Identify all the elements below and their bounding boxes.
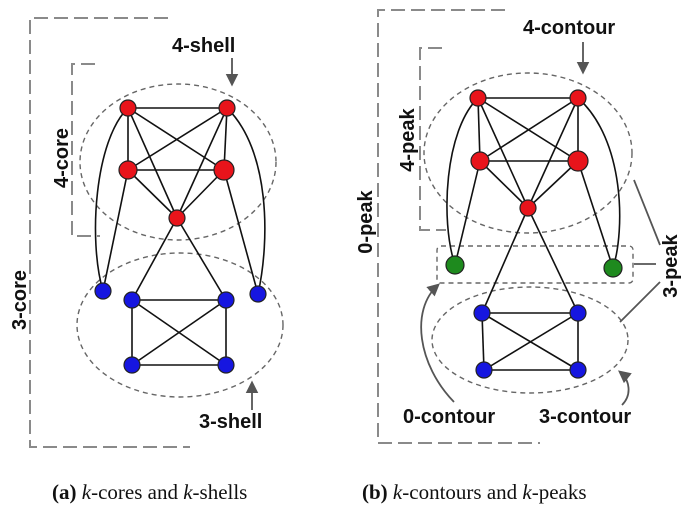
0-contour-arrow — [420, 283, 455, 403]
node — [119, 99, 137, 117]
node — [569, 304, 587, 322]
edges-b — [446, 97, 621, 371]
4-peak-bracket — [419, 47, 446, 231]
node — [569, 89, 587, 107]
node — [469, 89, 487, 107]
3-shell-ellipse — [76, 252, 284, 398]
3-contour-label: 3-contour — [539, 406, 631, 428]
4-contour-ellipse — [423, 72, 633, 234]
node — [470, 151, 490, 171]
0-contour-box — [436, 245, 634, 284]
caption-a: (a) k-cores and k-shells — [52, 480, 247, 504]
node — [473, 304, 491, 322]
3-peak-label: 3-peak — [660, 233, 682, 297]
node — [475, 361, 493, 379]
4-shell-ellipse — [79, 83, 277, 241]
nodes-b — [445, 89, 623, 379]
3-peak-connector — [619, 281, 661, 323]
3-core-label: 3-core — [9, 270, 31, 330]
3-peak-connector — [633, 179, 661, 246]
3-shell-label: 3-shell — [199, 411, 262, 433]
node — [168, 209, 186, 227]
node — [213, 159, 235, 181]
node — [249, 285, 267, 303]
node — [123, 356, 141, 374]
caption-b: (b) k-contours and k-peaks — [362, 480, 587, 504]
4-peak-label: 4-peak — [397, 107, 419, 171]
node — [94, 282, 112, 300]
panel-b: 4-contour 4-peak 0-peak 3-peak 0-contour… — [355, 9, 682, 504]
node — [569, 361, 587, 379]
node — [217, 356, 235, 374]
node — [218, 99, 236, 117]
0-peak-bracket — [377, 9, 540, 444]
4-shell-label: 4-shell — [172, 35, 235, 57]
node — [445, 255, 465, 275]
node — [217, 291, 235, 309]
node — [519, 199, 537, 217]
nodes-a — [94, 99, 267, 374]
edges-a — [94, 107, 266, 366]
4-core-bracket — [71, 63, 100, 237]
4-core-label: 4-core — [51, 128, 73, 188]
3-core-bracket — [29, 17, 190, 448]
node — [603, 258, 623, 278]
0-peak-label: 0-peak — [355, 189, 377, 253]
node — [567, 150, 589, 172]
0-contour-label: 0-contour — [403, 406, 495, 428]
panel-a: 4-shell 4-core 3-core 3-shell (a) k-core… — [9, 17, 284, 504]
4-contour-label: 4-contour — [523, 17, 615, 39]
3-contour-arrow — [618, 370, 632, 406]
node — [118, 160, 138, 180]
3-contour-ellipse — [431, 286, 629, 394]
node — [123, 291, 141, 309]
